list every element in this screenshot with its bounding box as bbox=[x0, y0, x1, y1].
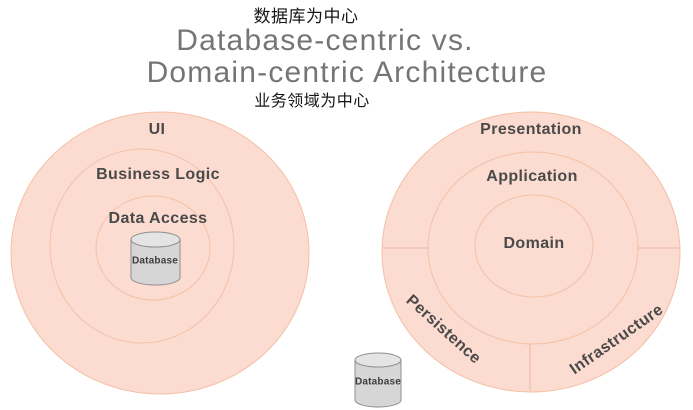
right-ring-label-presentation: Presentation bbox=[480, 121, 582, 138]
domain-centric-diagram bbox=[354, 111, 681, 408]
page-title-line1: Database-centric vs. bbox=[176, 24, 474, 57]
left-database-label: Database bbox=[131, 255, 179, 267]
caption-database-centric-cn: 数据库为中心 bbox=[253, 7, 359, 26]
right-database-label: Database bbox=[354, 376, 402, 388]
caption-domain-centric-cn: 业务领域为中心 bbox=[254, 93, 370, 110]
left-ring-label-ui: UI bbox=[148, 121, 166, 138]
database-cylinder-icon bbox=[130, 231, 181, 286]
database-cylinder-icon bbox=[354, 352, 402, 408]
right-ring-label-application: Application bbox=[486, 168, 578, 185]
left-ring-label-business-logic: Business Logic bbox=[96, 166, 220, 183]
left-ring-label-data-access: Data Access bbox=[108, 210, 208, 227]
right-ring-label-domain: Domain bbox=[503, 235, 565, 252]
database-centric-diagram bbox=[10, 111, 310, 395]
database-cylinder-top bbox=[354, 352, 402, 368]
page-title-line2: Domain-centric Architecture bbox=[146, 56, 548, 89]
right-inner-ring bbox=[474, 194, 594, 298]
database-cylinder-top bbox=[130, 231, 181, 248]
